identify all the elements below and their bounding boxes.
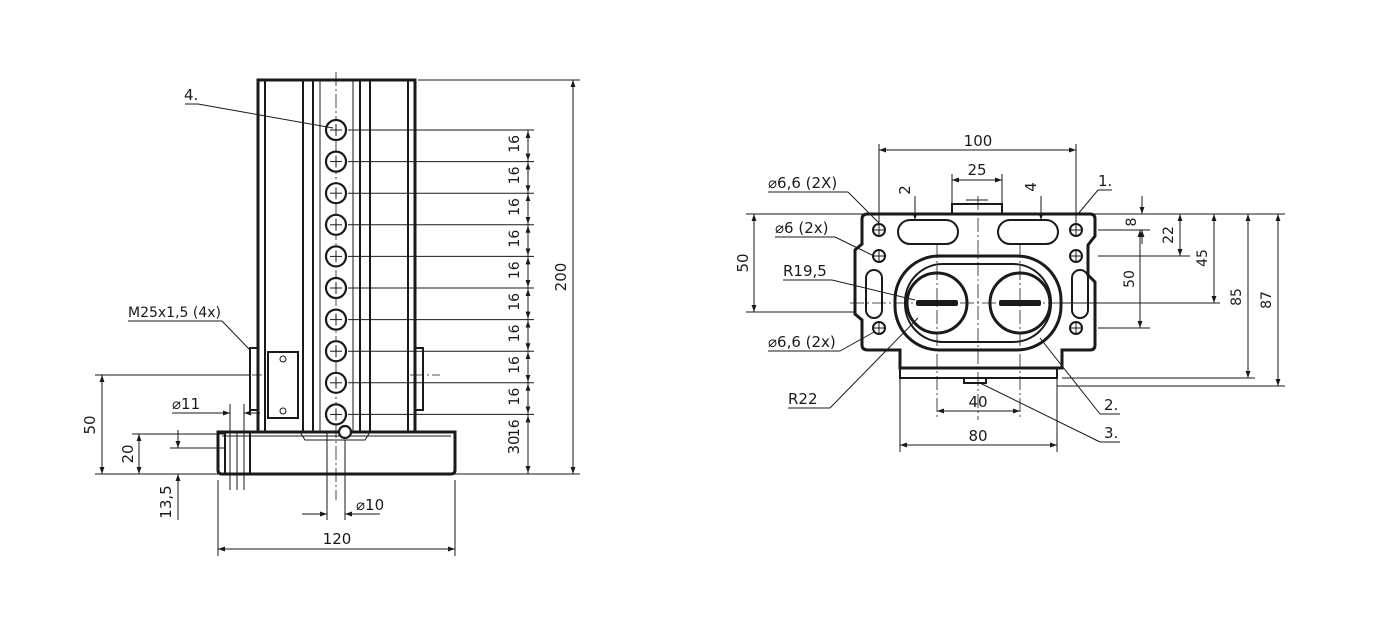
top-flange-outline bbox=[853, 212, 1097, 370]
right-screw-slot bbox=[999, 300, 1041, 306]
dim-thread-height: 50 bbox=[81, 415, 99, 434]
dia-center: ⌀10 bbox=[356, 496, 384, 514]
dim-85: 85 bbox=[1229, 288, 1245, 306]
pitch-label: 16 bbox=[507, 135, 523, 153]
leader-part-4: 4. bbox=[184, 86, 198, 104]
right-connector bbox=[414, 347, 424, 411]
dim-8: 8 bbox=[1124, 218, 1140, 227]
label-plate bbox=[267, 351, 299, 419]
dim-left-height: 50 bbox=[734, 253, 752, 272]
hole-extension-lines bbox=[348, 129, 534, 415]
left-inner-rail bbox=[302, 79, 314, 433]
dim-width: 100 bbox=[964, 132, 993, 150]
radius-outer: R22 bbox=[788, 390, 818, 408]
pitch-label: 16 bbox=[507, 230, 523, 248]
pitch-dimension-labels: 16 16 16 16 16 16 16 16 16 16 bbox=[507, 135, 523, 437]
pitch-label: 16 bbox=[507, 198, 523, 216]
pitch-label: 16 bbox=[507, 293, 523, 311]
dim-40: 40 bbox=[968, 393, 987, 411]
dim-slot-right: 4 bbox=[1022, 182, 1040, 192]
dim-slot-left: 2 bbox=[896, 185, 914, 195]
dim-22: 22 bbox=[1161, 226, 1177, 244]
indicator-hole-column bbox=[324, 118, 348, 426]
pitch-label: 16 bbox=[507, 261, 523, 279]
bottom-hole-icon bbox=[337, 424, 353, 440]
thread-label: M25x1,5 (4x) bbox=[128, 305, 221, 321]
top-tab bbox=[951, 203, 1003, 215]
dim-base-height: 20 bbox=[119, 444, 137, 463]
dim-slot-spacing: 25 bbox=[967, 161, 986, 179]
pitch-label: 16 bbox=[507, 324, 523, 342]
top-view: 100 25 2 4 1. ⌀6,6 (2X) ⌀6 (2x) R19,5 ⌀6… bbox=[734, 132, 1285, 452]
dim-base-depth: 13,5 bbox=[157, 485, 175, 518]
dim-total-height: 200 bbox=[552, 263, 570, 292]
left-connector bbox=[249, 347, 259, 411]
radius-inner: R19,5 bbox=[783, 262, 827, 280]
hole-label-top: ⌀6,6 (2X) bbox=[768, 174, 837, 192]
pitch-label: 16 bbox=[507, 356, 523, 374]
right-side-slot bbox=[1071, 269, 1089, 319]
front-view: 16 16 16 16 16 16 16 16 16 16 30 200 4. M25x1,5 (… bbox=[81, 72, 580, 556]
left-side-slot bbox=[865, 269, 883, 319]
dim-80: 80 bbox=[968, 427, 987, 445]
hole-label-mid: ⌀6 (2x) bbox=[775, 219, 828, 237]
part-3-label: 3. bbox=[1104, 424, 1118, 442]
dia-bottom-hole: ⌀11 bbox=[172, 395, 200, 413]
pitch-label: 16 bbox=[507, 166, 523, 184]
part-2-label: 2. bbox=[1104, 396, 1118, 414]
pitch-label: 16 bbox=[507, 419, 523, 437]
pitch-label: 16 bbox=[507, 388, 523, 406]
right-slot bbox=[997, 219, 1059, 245]
part-1-label: 1. bbox=[1098, 172, 1112, 190]
dim-bottom-offset: 30 bbox=[505, 435, 523, 454]
dim-87: 87 bbox=[1259, 291, 1275, 309]
left-screw-slot bbox=[916, 300, 958, 306]
hole-label-bottom: ⌀6,6 (2x) bbox=[768, 333, 836, 351]
base-outline bbox=[216, 430, 457, 476]
dim-45: 45 bbox=[1195, 249, 1211, 267]
left-slot bbox=[897, 219, 959, 245]
dim-50: 50 bbox=[1122, 270, 1138, 288]
dim-base-width: 120 bbox=[323, 530, 352, 548]
